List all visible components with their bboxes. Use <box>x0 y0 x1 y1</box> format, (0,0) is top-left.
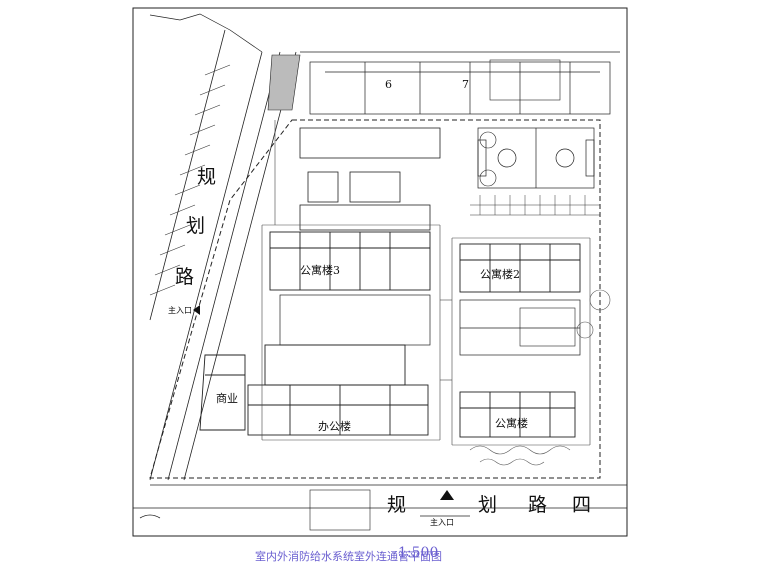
west-road-char-3: 路 <box>175 266 195 288</box>
apartment-2-block <box>459 243 581 293</box>
north-west-boundary <box>149 13 263 53</box>
south-entrance-label: 主入口 <box>430 518 454 527</box>
commercial-label: 商业 <box>216 392 238 405</box>
drawing-frame <box>132 7 628 537</box>
apartment-1-label: 公寓楼 <box>495 417 528 430</box>
south-road-char-1: 规 <box>387 494 407 516</box>
east-parking <box>470 195 600 216</box>
west-entrance-arrow <box>193 305 200 315</box>
apartment-1-block <box>459 391 576 438</box>
site-boundary <box>149 119 601 479</box>
office-label: 办公楼 <box>318 420 351 433</box>
commercial-block <box>199 354 246 431</box>
apartment-3-block <box>269 231 431 291</box>
apartment-3-label: 公寓楼3 <box>300 264 340 277</box>
court-circle <box>479 169 497 187</box>
north-parcels <box>300 51 620 115</box>
office-block <box>247 344 429 436</box>
south-road <box>133 484 627 519</box>
south-entrance-arrow <box>440 490 454 500</box>
south-road-char-2: 划 <box>478 494 498 516</box>
west-road-char-2: 划 <box>186 215 206 237</box>
landscape <box>469 289 611 466</box>
apartment-2-label: 公寓楼2 <box>480 268 520 281</box>
drawing-title: 室内外消防给水系统室外连通管平面图 <box>255 550 442 563</box>
drawing-scale: 1:500 <box>398 545 439 561</box>
west-road-char-1: 规 <box>197 166 217 188</box>
parcel-7-label: 7 <box>462 78 469 91</box>
parcel-6-label: 6 <box>385 78 392 91</box>
south-road-char-3: 路 <box>528 494 548 516</box>
notes-box <box>309 59 576 531</box>
fire-water-pipes <box>261 120 591 446</box>
sports-courts <box>477 127 595 189</box>
west-road-stalls <box>149 64 231 296</box>
south-road-char-4: 四 <box>572 494 592 516</box>
west-road <box>149 29 297 481</box>
west-greenbelt <box>267 54 301 111</box>
west-entrance-label: 主入口 <box>168 306 192 315</box>
north-small-buildings <box>299 127 441 231</box>
court-circle <box>479 131 497 149</box>
